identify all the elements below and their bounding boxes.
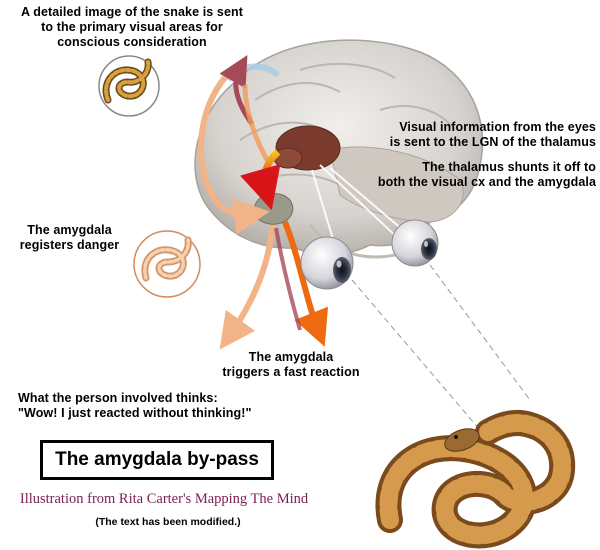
label-amygdala-reaction: The amygdala triggers a fast reaction — [222, 350, 360, 379]
arrow-fast-reaction — [282, 220, 329, 347]
eye-right — [391, 219, 439, 267]
lgn — [273, 147, 303, 169]
arrow-lgn-cortex — [242, 84, 273, 167]
label-visual-info: Visual information from the eyes is sent… — [389, 120, 596, 149]
eye-left — [300, 236, 354, 290]
arrow-fast-reaction-mid — [274, 227, 302, 331]
label-person-thinks: What the person involved thinks: "Wow! I… — [18, 391, 252, 420]
snake-image-conscious — [98, 55, 160, 117]
snake-image-amygdala — [133, 230, 201, 298]
arrow-visual-cortex-down — [197, 67, 270, 235]
title-box: The amygdala by-pass — [40, 440, 274, 480]
arrow-fast-reaction-branch — [219, 225, 275, 350]
label-amygdala-danger: The amygdala registers danger — [19, 223, 120, 252]
arrow-thalamus-amygdala — [240, 149, 281, 211]
credit: Illustration from Rita Carter's Mapping … — [19, 491, 309, 507]
label-detailed-image: A detailed image of the snake is sent to… — [20, 5, 244, 49]
title: The amygdala by-pass — [55, 449, 259, 470]
amygdala — [254, 193, 294, 225]
label-thalamus-shunt: The thalamus shunts it off to both the v… — [377, 160, 596, 189]
snake — [375, 410, 576, 549]
note: (The text has been modified.) — [95, 516, 241, 528]
sight-lines — [351, 264, 531, 431]
